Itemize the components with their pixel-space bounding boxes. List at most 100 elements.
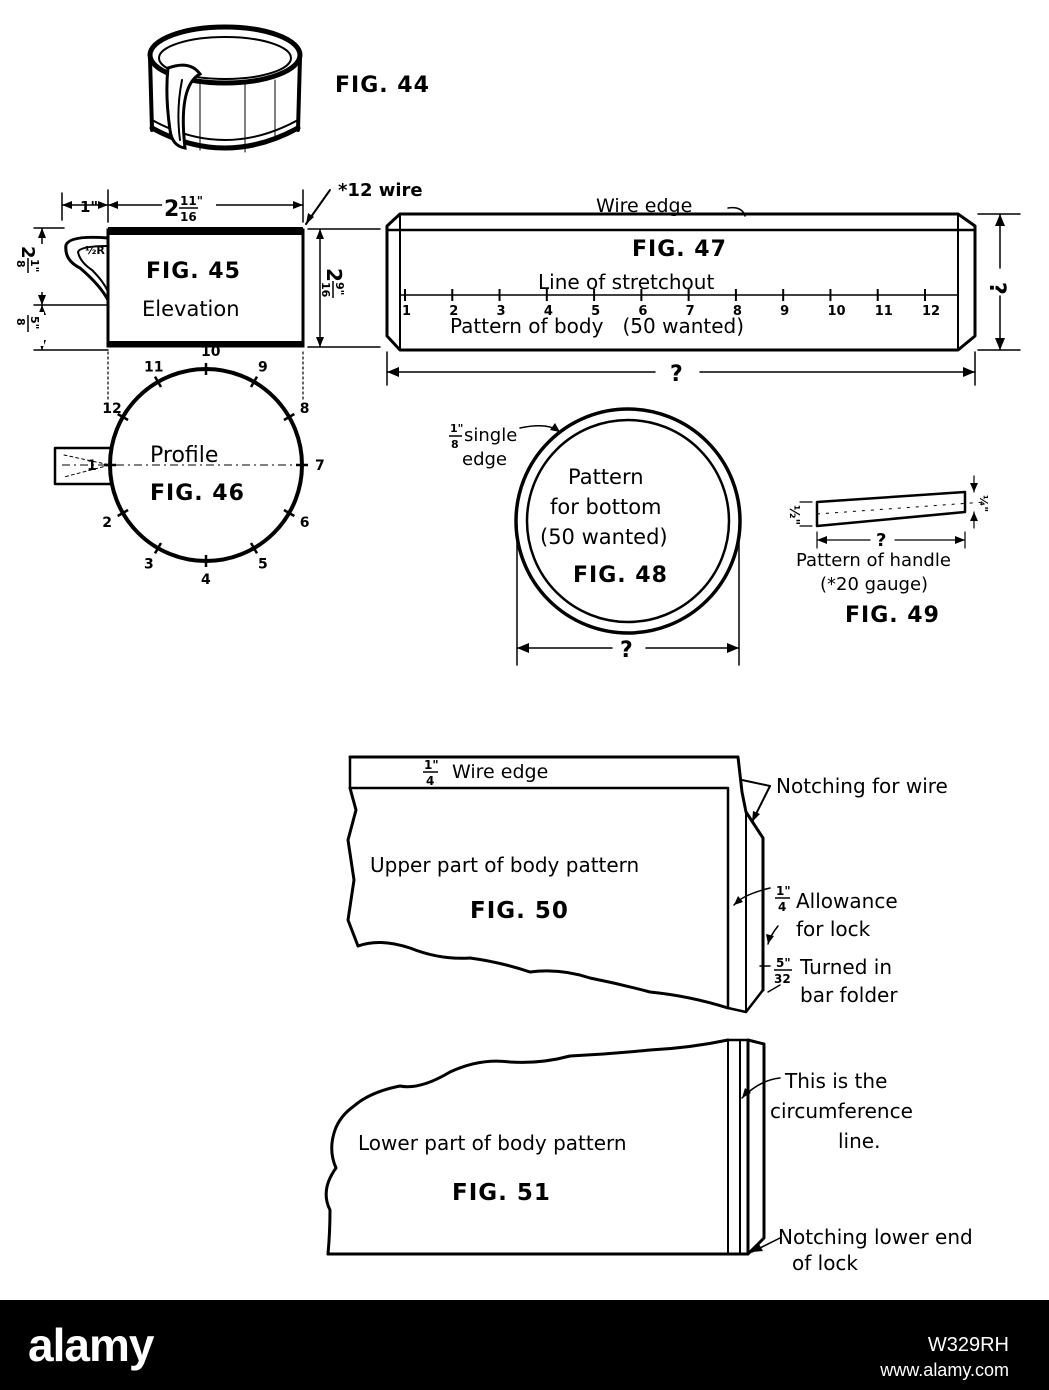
fig48-edge-num: 1" bbox=[450, 422, 463, 435]
fig49-length-unknown: ? bbox=[876, 530, 886, 551]
fig47-pattern-label: Pattern of body (50 wanted) bbox=[450, 314, 744, 338]
fig47-tick-number: 11 bbox=[875, 304, 893, 319]
fig46-division-number: 12 bbox=[102, 401, 121, 417]
fig47-tick-number: 2 bbox=[449, 304, 458, 319]
fig45-top-num: 1" bbox=[28, 259, 41, 272]
fig48-edge-text1: single bbox=[464, 425, 517, 446]
fig45-bottom-num: 5" bbox=[28, 316, 41, 329]
fig47-tick-number: 6 bbox=[638, 304, 647, 319]
fig47-tick-number: 1 bbox=[402, 304, 411, 319]
fig50-label: FIG. 50 bbox=[470, 898, 569, 924]
fig50-title: Upper part of body pattern bbox=[370, 853, 639, 877]
fig45-height-whole: 2 bbox=[322, 268, 346, 282]
watermark-logo: alamy bbox=[28, 1319, 154, 1371]
fig49-narrow-dim: ¼" bbox=[977, 495, 990, 512]
fig46-tick bbox=[117, 508, 129, 518]
fig50-allow-text1: Allowance bbox=[796, 889, 898, 913]
fig47-tick-number: 3 bbox=[497, 304, 506, 319]
fig49-line2: (*20 gauge) bbox=[820, 574, 928, 595]
fig51-lower-body-drawing bbox=[324, 1038, 781, 1256]
watermark-bar bbox=[0, 1300, 1049, 1390]
fig45-dim-bottom: 5" 8 bbox=[14, 312, 44, 346]
fig50-turn-text1: Turned in bbox=[799, 955, 892, 979]
fig45-top-den: 8 bbox=[14, 260, 27, 268]
fig47-tick-number: 8 bbox=[733, 304, 742, 319]
fig47-label: FIG. 47 bbox=[632, 237, 727, 262]
fig46-division-ticks bbox=[104, 363, 308, 567]
fig51-notch-line1: Notching lower end bbox=[778, 1225, 973, 1249]
fig47-stretchout-ticks bbox=[404, 289, 926, 301]
fig47-width-unknown: ? bbox=[670, 362, 683, 387]
fig45-top-whole: 2 bbox=[17, 246, 38, 259]
fig46-tick bbox=[153, 542, 163, 554]
fig47-tick-number: 4 bbox=[544, 304, 553, 319]
fig48-edge-text2: edge bbox=[462, 449, 507, 470]
fig45-width-whole: 2 bbox=[164, 197, 179, 222]
fig47-tick-number: 10 bbox=[827, 304, 845, 319]
fig46-label: FIG. 46 bbox=[150, 481, 245, 506]
fig49-label: FIG. 49 bbox=[845, 603, 940, 628]
fig48-line2: for bottom bbox=[550, 495, 662, 519]
fig50-allow-den: 4 bbox=[778, 900, 786, 914]
fig46-division-number: 4 bbox=[201, 572, 211, 588]
fig45-bottom-den: 8 bbox=[14, 318, 27, 326]
fig45-width-num: 11" bbox=[180, 194, 203, 208]
fig46-division-number: 5 bbox=[258, 557, 268, 573]
fig50-upper-body-drawing bbox=[346, 755, 781, 1014]
fig46-division-number: 2 bbox=[102, 515, 112, 531]
fig46-division-number: 11 bbox=[144, 359, 163, 375]
fig50-allowance-note: 1" 4 Allowance for lock bbox=[775, 884, 898, 941]
fig50-allow-num: 1" bbox=[776, 884, 791, 898]
fig46-division-number: 1 bbox=[87, 458, 97, 474]
fig48-edge-den: 8 bbox=[451, 438, 459, 451]
fig46-division-number: 10 bbox=[201, 344, 221, 360]
fig48-edge-note: 1" 8 single edge bbox=[449, 422, 517, 470]
fig48-line3: (50 wanted) bbox=[540, 525, 668, 549]
fig51-notch-line2: of lock bbox=[792, 1251, 858, 1275]
fig51-label: FIG. 51 bbox=[452, 1180, 551, 1206]
fig46-tick bbox=[249, 376, 259, 388]
fig50-turn-text2: bar folder bbox=[800, 983, 898, 1007]
fig46-division-number: 3 bbox=[144, 557, 154, 573]
fig47-height-unknown: ? bbox=[984, 282, 1009, 295]
fig45-dim-handle: 1" bbox=[80, 198, 98, 216]
fig45-dim-top: 2 1" 8 bbox=[14, 244, 44, 292]
fig44-label: FIG. 44 bbox=[335, 73, 430, 98]
fig47-wire-edge-label: Wire edge bbox=[596, 195, 692, 217]
fig45-width-den: 16 bbox=[180, 210, 197, 224]
fig45-handle-dim: 1" bbox=[80, 198, 98, 216]
fig46-division-number: 8 bbox=[300, 401, 310, 417]
fig47-tick-number: 9 bbox=[780, 304, 789, 319]
drawing-canvas: FIG. 44 1" 2 11" 16 *12 wire ½R FIG. 45 … bbox=[14, 24, 1021, 1275]
fig46-tick bbox=[153, 376, 163, 388]
fig50-wire-den: 4 bbox=[426, 774, 434, 788]
fig45-height-num: 9" bbox=[333, 282, 346, 295]
fig48-bottom-pattern-drawing bbox=[514, 407, 742, 666]
fig50-turn-den: 32 bbox=[774, 972, 791, 986]
fig49-line1: Pattern of handle bbox=[796, 550, 951, 571]
fig45-wire-note: *12 wire bbox=[338, 180, 423, 201]
fig46-division-number: 7 bbox=[315, 458, 325, 474]
fig50-wire-edge-note: 1" 4 Wire edge bbox=[423, 758, 548, 788]
fig46-division-number: 9 bbox=[258, 359, 268, 375]
fig50-turn-num: 5" bbox=[776, 956, 791, 970]
fig46-tick bbox=[249, 542, 259, 554]
fig50-turned-note: 5" 32 Turned in bar folder bbox=[774, 955, 898, 1007]
fig45-dim-height: 2 9" 16 bbox=[319, 266, 349, 318]
watermark-image-id: W329RH bbox=[927, 1334, 1009, 1356]
fig45-elevation-label: Elevation bbox=[142, 297, 240, 321]
fig45-radius-note: ½R bbox=[85, 244, 105, 257]
fig45-dim-width: 2 11" 16 bbox=[162, 192, 216, 224]
fig50-notch-wire-label: Notching for wire bbox=[776, 774, 948, 798]
fig44-cup-drawing bbox=[147, 24, 303, 153]
fig50-wire-text: Wire edge bbox=[452, 761, 548, 783]
fig46-profile-label: Profile bbox=[150, 443, 218, 468]
fig50-wire-num: 1" bbox=[424, 758, 439, 772]
fig51-circ-line1: This is the bbox=[784, 1069, 887, 1093]
fig51-circ-line3: line. bbox=[838, 1129, 880, 1153]
fig46-tick bbox=[283, 508, 295, 518]
fig47-tick-number: 5 bbox=[591, 304, 600, 319]
fig48-line1: Pattern bbox=[568, 465, 644, 489]
fig49-handle-pattern-drawing bbox=[799, 475, 986, 549]
